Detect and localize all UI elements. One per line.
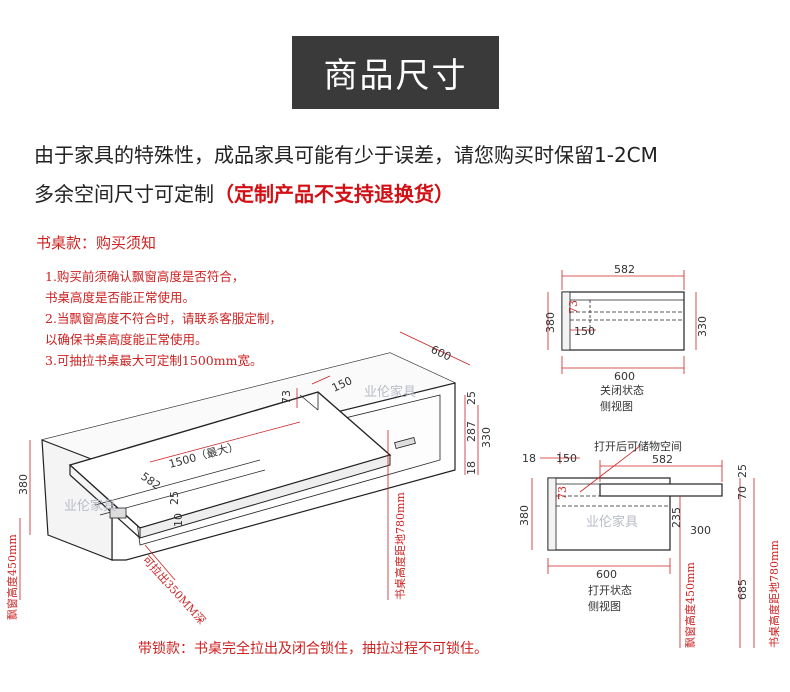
open-caption-view: 侧视图 — [588, 599, 621, 613]
open-dim-73: 73 — [556, 486, 569, 500]
iso-dim-287: 287 — [465, 421, 478, 442]
open-dim-685: 685 — [736, 579, 749, 600]
notice-no-return: （定制产品不支持退换货） — [214, 182, 454, 206]
iso-dim-73: 73 — [280, 390, 293, 404]
closed-dim-582: 582 — [614, 263, 635, 276]
page-title: 商品尺寸 — [292, 36, 499, 109]
note-1: 1.购买前须确认飘窗高度是否符合， — [45, 269, 245, 284]
iso-desk-drawing — [41, 352, 456, 561]
closed-dim-380: 380 — [544, 312, 557, 333]
iso-dim-25: 25 — [168, 491, 181, 505]
iso-dim-25-right: 25 — [465, 391, 478, 405]
iso-window-height-label: 飘窗高度450mm — [5, 534, 19, 620]
watermark-3: 业伦家具 — [586, 514, 638, 530]
iso-pull-depth-label: 可拉出350MM深 — [140, 553, 209, 627]
open-dimension-lines — [531, 445, 755, 648]
open-caption-state: 打开状态 — [588, 583, 632, 597]
iso-dim-380: 380 — [17, 474, 30, 495]
open-dim-582: 582 — [652, 453, 673, 466]
iso-dim-18: 18 — [465, 461, 478, 475]
open-side-view — [547, 477, 723, 551]
watermark-2: 业伦家具 — [64, 498, 116, 514]
open-dim-300: 300 — [690, 524, 711, 537]
iso-dimension-lines — [19, 331, 479, 600]
iso-dim-600: 600 — [429, 343, 454, 364]
notice-line-1: 由于家具的特殊性，成品家具可能有少于误差，请您购买时保留1-2CM — [34, 143, 658, 167]
open-dim-600: 600 — [596, 568, 617, 581]
iso-desk-height-label: 书桌高度距地780mm — [393, 492, 407, 600]
open-dim-18: 18 — [522, 452, 536, 465]
open-desk-height-label: 书桌高度距地780mm — [767, 540, 781, 648]
note-3: 2.当飘窗高度不符合时，请联系客服定制， — [45, 311, 282, 326]
closed-dimension-lines — [547, 270, 697, 374]
open-dim-380: 380 — [518, 505, 531, 526]
open-dim-235: 235 — [670, 507, 683, 528]
closed-dim-330: 330 — [696, 316, 709, 337]
closed-dimension-labels: 582 380 73 150 330 600 关闭状态 侧视图 — [544, 263, 709, 413]
closed-caption-state: 关闭状态 — [600, 383, 644, 397]
open-dim-25: 25 — [736, 464, 749, 478]
closed-dim-73: 73 — [567, 300, 580, 314]
open-dimension-labels: 18 150 打开后可储物空间 582 25 70 380 73 235 300… — [518, 439, 781, 648]
open-dim-150: 150 — [556, 452, 577, 465]
desk-heading: 书桌款：购买须知 — [36, 234, 157, 252]
closed-dim-600: 600 — [614, 370, 635, 383]
note-5: 3.可抽拉书桌最大可定制1500mm宽。 — [45, 353, 263, 368]
note-4: 以确保书桌高度能正常使用。 — [45, 332, 208, 347]
open-dim-70: 70 — [736, 486, 749, 500]
notice-line-2: 多余空间尺寸可定制（定制产品不支持退换货） — [34, 178, 454, 207]
iso-dim-10: 10 — [172, 513, 185, 527]
notice-line-2-text: 多余空间尺寸可定制 — [34, 182, 214, 206]
open-storage-label: 打开后可储物空间 — [594, 439, 682, 453]
note-2: 书桌高度是否能正常使用。 — [45, 290, 196, 305]
iso-dim-330: 330 — [480, 427, 493, 448]
closed-side-view — [561, 291, 685, 351]
closed-dim-150: 150 — [574, 325, 595, 338]
closed-caption-view: 侧视图 — [600, 399, 633, 413]
open-window-height-label: 飘窗高度450mm — [683, 562, 697, 648]
watermark-1: 业伦家具 — [364, 384, 416, 400]
footer-lock-note: 带锁款：书桌完全拉出及闭合锁住，抽拉过程不可锁住。 — [138, 641, 488, 657]
